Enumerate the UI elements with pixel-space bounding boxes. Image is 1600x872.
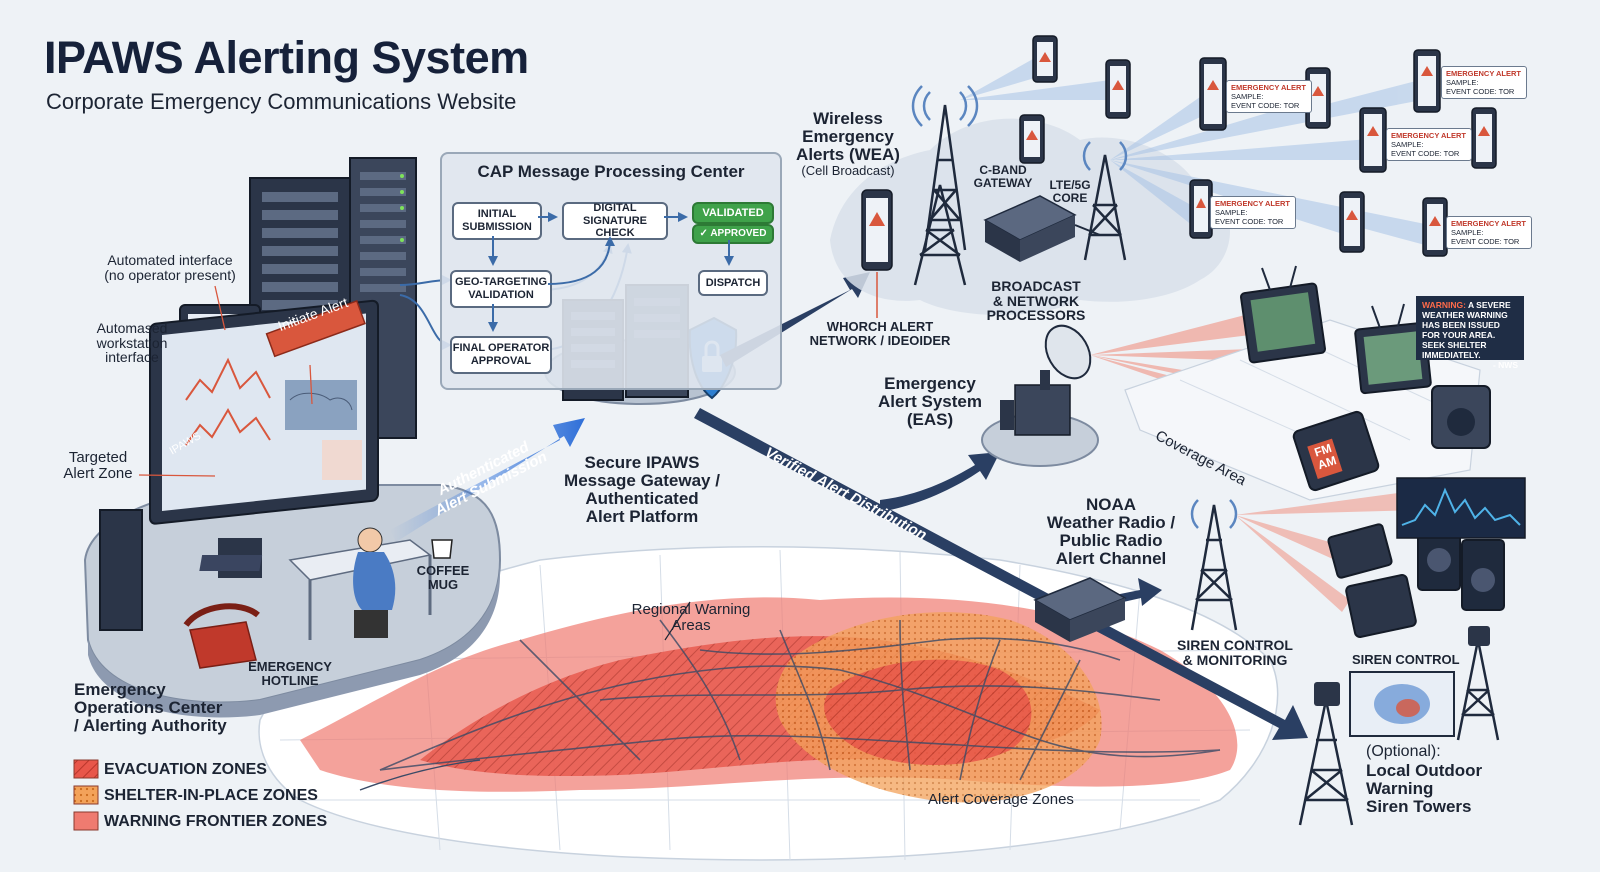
emergency-hotline-label: EMERGENCY HOTLINE [248, 659, 332, 688]
siren-control-monitoring-label: SIREN CONTROL & MONITORING [1177, 637, 1293, 668]
hotline-phone [183, 603, 260, 669]
cap-panel-title: CAP Message Processing Center [477, 162, 745, 181]
alert-card: EMERGENCY ALERT SAMPLE: EVENT CODE: TOR [1210, 196, 1296, 229]
cell-towers [913, 104, 1127, 286]
legend-shelter-text: SHELTER-IN-PLACE ZONES [104, 787, 318, 804]
nws-warning-text: A SEVERE WEATHER WARNING HAS BEEN ISSUED… [1422, 300, 1511, 361]
step-dispatch[interactable]: DISPATCH [698, 270, 768, 296]
alert-card-heading: EMERGENCY ALERT [1231, 83, 1307, 92]
leader-lines [138, 285, 313, 477]
step-geo-targeting[interactable]: GEO-TARGETING VALIDATION [450, 270, 552, 308]
operator-monitor [149, 299, 379, 578]
alert-card-line1: SAMPLE: [1446, 78, 1479, 87]
cap-processing-panel: CAP Message Processing Center INITIAL SU… [440, 152, 782, 390]
alert-card-line1: SAMPLE: [1391, 140, 1424, 149]
siren-control-label: SIREN CONTROL [1352, 652, 1460, 667]
targeted-alert-zone-label: Targeted Alert Zone [63, 449, 133, 482]
alert-card: EMERGENCY ALERT SAMPLE: EVENT CODE: TOR [1386, 128, 1472, 161]
step-validated[interactable]: VALIDATED [692, 202, 774, 224]
legend-warning: WARNING FRONTIER ZONES [74, 813, 327, 831]
nws-signature: - NWS [1492, 360, 1518, 371]
optional-siren-label: Local Outdoor Warning Siren Towers [1366, 761, 1483, 816]
tv-receivers [1240, 265, 1432, 395]
eas-satellite-station [981, 324, 1099, 467]
alert-card-line1: SAMPLE: [1215, 208, 1248, 217]
alert-card: EMERGENCY ALERT SAMPLE: EVENT CODE: TOR [1446, 216, 1532, 249]
alert-card: EMERGENCY ALERT SAMPLE: EVENT CODE: TOR [1441, 66, 1527, 99]
auth-submission-arrow [390, 418, 585, 542]
alert-card-heading: EMERGENCY ALERT [1215, 199, 1291, 208]
whorch-network-label: WHORCH ALERT NETWORK / IDEOIDER [809, 319, 951, 348]
tower-waves [911, 85, 1238, 529]
nws-warning-prefix: WARNING: [1422, 300, 1466, 310]
alert-card-heading: EMERGENCY ALERT [1446, 69, 1522, 78]
alert-card-line2: EVENT CODE: TOR [1231, 101, 1300, 110]
cband-gateway-label: C-BAND GATEWAY [973, 163, 1033, 190]
broadcast-processor-box [983, 195, 1101, 262]
noaa-signal-beams [1235, 490, 1422, 612]
wea-subtitle: (Cell Broadcast) [801, 163, 895, 178]
legend-shelter-swatch [73, 785, 99, 805]
lte-core-label: LTE/5G CORE [1049, 178, 1091, 205]
alert-card: EMERGENCY ALERT SAMPLE: EVENT CODE: TOR [1226, 80, 1312, 113]
alert-card-line2: EVENT CODE: TOR [1391, 149, 1460, 158]
initiate-alert-tag[interactable] [265, 299, 366, 358]
optional-prefix: (Optional): [1366, 743, 1441, 760]
regional-warning-label: Regional Warning Areas [631, 601, 751, 634]
coffee-mug-label: COFFEE MUG [416, 563, 470, 592]
legend-evacuation-text: EVACUATION ZONES [104, 761, 267, 778]
legend-warning-swatch [73, 811, 99, 831]
public-radio-devices [1327, 477, 1526, 638]
alert-card-heading: EMERGENCY ALERT [1391, 131, 1467, 140]
alert-card-line2: EVENT CODE: TOR [1451, 237, 1520, 246]
wea-phones [861, 35, 1497, 318]
road-network [379, 619, 1221, 781]
nws-warning-box: WARNING: A SEVERE WEATHER WARNING HAS BE… [1416, 296, 1524, 370]
alert-card-line2: EVENT CODE: TOR [1446, 87, 1515, 96]
eoc-label: Emergency Operations Center / Alerting A… [74, 680, 227, 735]
operator-desk [199, 527, 453, 640]
alert-card-heading: EMERGENCY ALERT [1451, 219, 1527, 228]
alert-card-line2: EVENT CODE: TOR [1215, 217, 1284, 226]
noaa-title: NOAA Weather Radio / Public Radio Alert … [1046, 495, 1176, 568]
cap-panel-arrows [488, 212, 734, 332]
coverage-zones-label: Alert Coverage Zones [928, 791, 1074, 808]
legend-shelter: SHELTER-IN-PLACE ZONES [74, 787, 318, 805]
alert-card-line1: SAMPLE: [1451, 228, 1484, 237]
gateway-label: Secure IPAWS Message Gateway / Authentic… [564, 453, 720, 526]
page-title: IPAWS Alerting System [44, 32, 529, 83]
automased-workstation-label: Automased workstation interface [96, 320, 168, 366]
legend-evac-swatch [73, 759, 99, 779]
alert-card-line1: SAMPLE: [1231, 92, 1264, 101]
automated-interface-label: Automated interface (no operator present… [104, 252, 236, 283]
noaa-processor-box [1033, 577, 1127, 642]
step-digital-signature[interactable]: DIGITAL SIGNATURE CHECK [562, 202, 668, 240]
page-subtitle: Corporate Emergency Communications Websi… [46, 89, 517, 114]
eas-title: Emergency Alert System (EAS) [878, 374, 982, 429]
wea-title: Wireless Emergency Alerts (WEA) [796, 109, 900, 164]
legend-warning-text: WARNING FRONTIER ZONES [104, 813, 328, 830]
siren-heads [1314, 626, 1490, 706]
siren-control-map [1349, 671, 1455, 737]
legend-evacuation: EVACUATION ZONES [74, 761, 267, 779]
step-approved-badge: ✓ APPROVED [692, 224, 774, 244]
regional-leader [664, 601, 691, 641]
noaa-tower [1190, 504, 1238, 631]
broadcast-processors-label: BROADCAST & NETWORK PROCESSORS [986, 278, 1086, 324]
step-initial-submission[interactable]: INITIAL SUBMISSION [452, 202, 542, 240]
fm-am-radio [1292, 385, 1491, 492]
step-final-approval[interactable]: FINAL OPERATOR APPROVAL [450, 336, 552, 374]
